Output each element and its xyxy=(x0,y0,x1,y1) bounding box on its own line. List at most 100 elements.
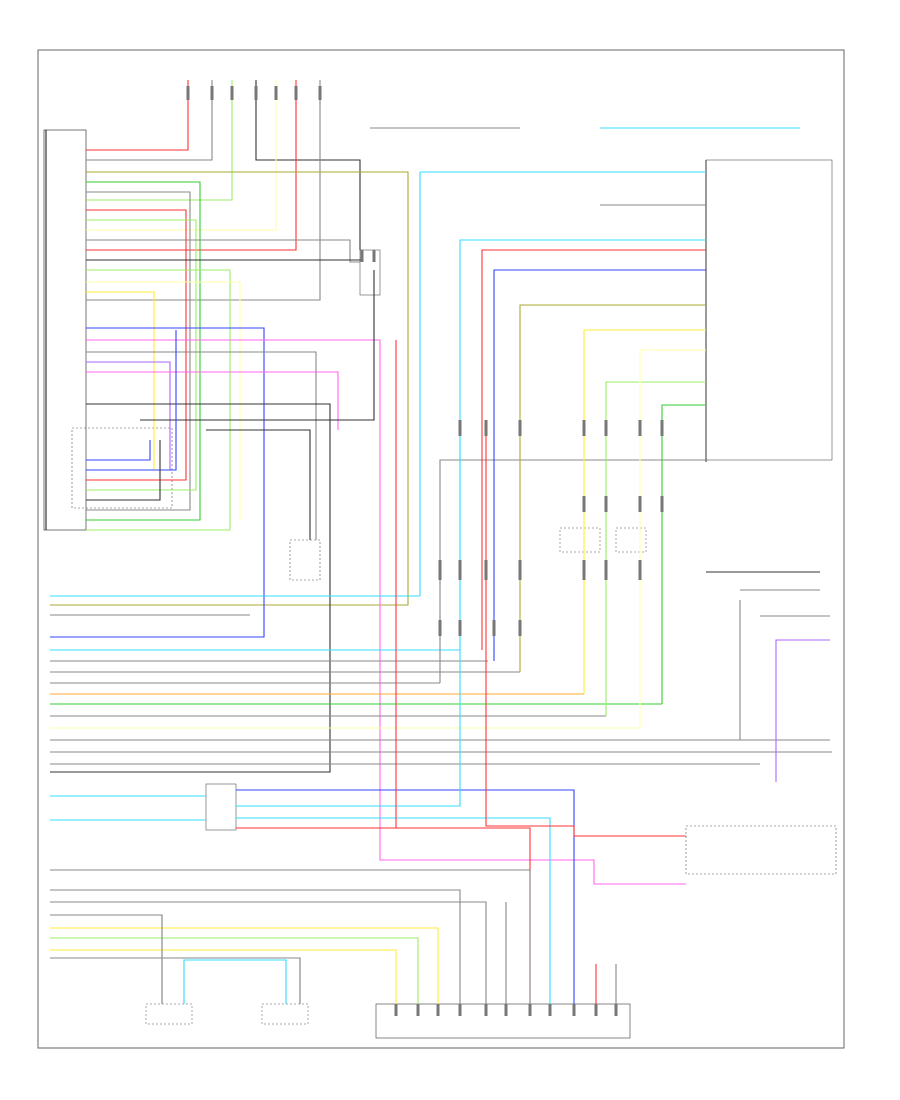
bottom-connector-strip xyxy=(375,1003,631,1039)
wire-64 xyxy=(236,430,461,807)
center-joint-a xyxy=(559,527,601,553)
connector-pin xyxy=(372,250,376,262)
wire-21 xyxy=(86,361,171,470)
wire-44 xyxy=(459,239,706,650)
wire-10 xyxy=(86,191,191,511)
mid-relay-box xyxy=(289,539,321,581)
connector-pin xyxy=(360,250,364,262)
wire-23 xyxy=(50,403,331,773)
connector-pin xyxy=(518,420,522,436)
wire-48 xyxy=(583,329,706,694)
wire-8 xyxy=(50,171,409,606)
diagram-frame xyxy=(37,49,845,1049)
connector-pin xyxy=(484,560,488,580)
connector-pin xyxy=(394,1004,398,1016)
wire-18 xyxy=(50,327,265,638)
connector-pin xyxy=(438,620,442,636)
wire-63 xyxy=(236,789,575,1004)
connector-pin xyxy=(518,560,522,580)
wire-68 xyxy=(485,430,686,837)
connector-pin xyxy=(504,1004,508,1016)
wire-46 xyxy=(493,269,706,661)
connector-pin xyxy=(230,86,234,100)
wire-17 xyxy=(86,291,155,471)
wire-43 xyxy=(439,459,706,683)
connector-pin xyxy=(582,496,586,512)
wire-2 xyxy=(86,80,213,161)
wire-71 xyxy=(50,901,487,1004)
connector-pin xyxy=(458,560,462,580)
connector-pin xyxy=(594,1004,598,1016)
wire-13 xyxy=(86,239,360,263)
wire-24 xyxy=(140,270,375,421)
connector-pin xyxy=(660,420,664,436)
remote-control-switch-box xyxy=(705,159,833,461)
center-relay-box xyxy=(359,249,381,296)
wire-49 xyxy=(605,381,706,716)
center-joint-b xyxy=(615,527,647,553)
wire-55 xyxy=(775,639,830,782)
connector-pin xyxy=(614,1004,618,1016)
wire-15 xyxy=(86,269,231,531)
wire-47 xyxy=(519,304,706,672)
wire-50 xyxy=(639,349,706,728)
wire-51 xyxy=(661,404,706,704)
wire-70 xyxy=(50,889,461,1004)
wire-1 xyxy=(86,80,189,151)
wire-69 xyxy=(50,869,531,1004)
connector-pin xyxy=(604,420,608,436)
wire-5 xyxy=(86,80,277,231)
connector-pin xyxy=(458,620,462,636)
connector-pin xyxy=(660,496,664,512)
connector-pin xyxy=(582,560,586,580)
wire-19 xyxy=(86,339,686,885)
right-sensor-box xyxy=(261,1003,309,1025)
wire-65 xyxy=(236,817,551,1004)
wire-layer xyxy=(50,80,832,1004)
wire-9 xyxy=(86,181,201,521)
wire-67 xyxy=(396,827,531,1004)
connector-pin xyxy=(254,86,258,100)
wire-75 xyxy=(50,949,397,1004)
connector-pin xyxy=(484,420,488,436)
wire-28 xyxy=(86,440,161,501)
left-sensor-box xyxy=(145,1003,193,1025)
connector-pin xyxy=(438,560,442,580)
range-switch-box xyxy=(71,427,173,509)
overdrive-switch-box xyxy=(685,825,837,875)
connector-pin xyxy=(210,86,214,100)
connector-pin xyxy=(572,1004,576,1016)
connector-pin xyxy=(604,496,608,512)
control-unit-box xyxy=(43,129,87,531)
connector-pin xyxy=(186,86,190,100)
wire-73 xyxy=(50,927,439,1004)
connector-pin xyxy=(294,86,298,100)
connector-pin xyxy=(638,420,642,436)
wire-27 xyxy=(86,330,177,471)
connector-pin xyxy=(458,420,462,436)
connector-pin xyxy=(274,86,278,100)
connector-pin xyxy=(638,496,642,512)
connector-pin xyxy=(436,1004,440,1016)
connector-pin xyxy=(416,1004,420,1016)
wire-74 xyxy=(50,937,419,1004)
wire-7 xyxy=(86,80,321,301)
wire-22 xyxy=(86,371,339,430)
wire-77 xyxy=(183,959,287,1004)
connector-pin xyxy=(582,420,586,436)
wire-6 xyxy=(86,80,297,251)
wire-76 xyxy=(50,957,301,1004)
wire-11 xyxy=(86,209,187,481)
wire-16 xyxy=(86,281,241,520)
connector-pin xyxy=(528,1004,532,1016)
connector-tick-layer xyxy=(186,86,664,1016)
connector-pin xyxy=(604,560,608,580)
wire-20 xyxy=(86,351,317,540)
connector-pin xyxy=(318,86,322,100)
wire-26 xyxy=(86,440,151,461)
wire-12 xyxy=(86,219,197,491)
wire-25 xyxy=(206,429,311,540)
connector-pin xyxy=(484,1004,488,1016)
